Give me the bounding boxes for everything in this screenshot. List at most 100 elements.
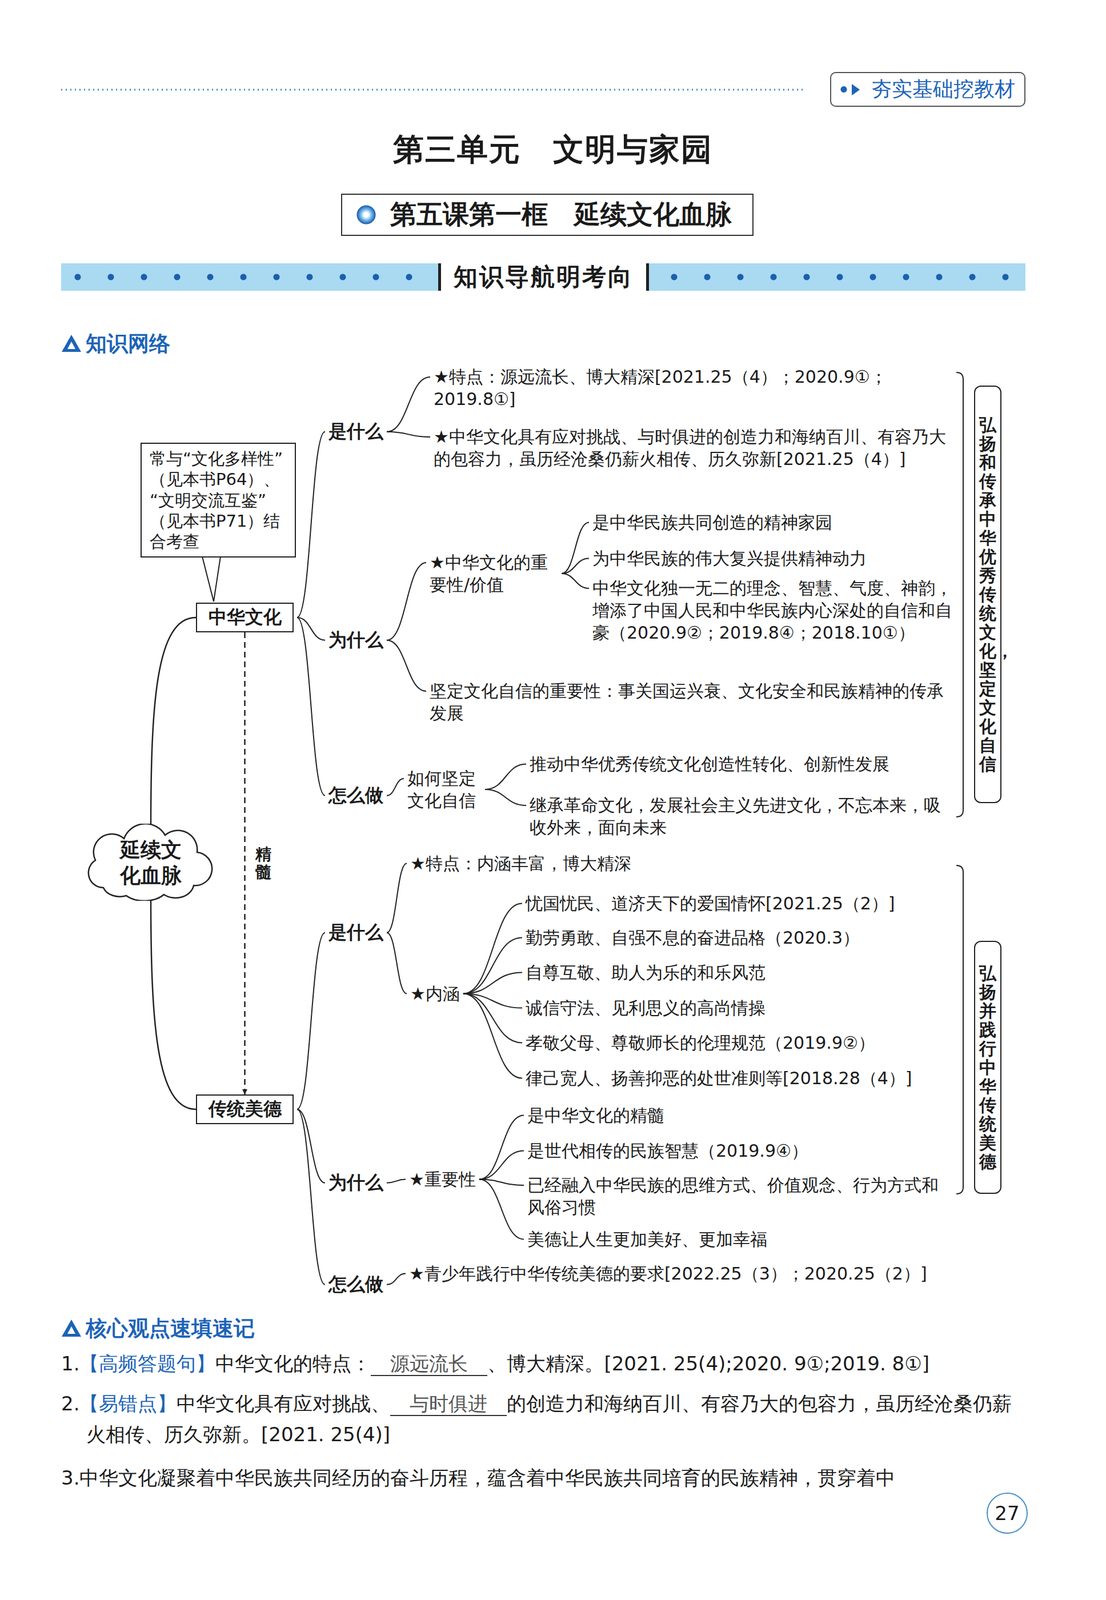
node-text: 弘扬并践行中华传统美德	[979, 963, 997, 1172]
tree-line	[297, 1109, 326, 1285]
tree-line	[297, 431, 326, 618]
tree-line	[297, 617, 326, 641]
branch-text: ★重要性	[409, 1168, 476, 1191]
summary-text: 【易错点】	[79, 1392, 177, 1416]
tree-line	[386, 1179, 406, 1184]
tree-line	[479, 1151, 524, 1180]
center-cloud: 延续文化血脉	[79, 823, 223, 901]
bracket	[956, 372, 964, 817]
branch-text: 如何坚定文化自信	[407, 767, 482, 812]
tree-line	[561, 522, 589, 575]
edge-label: 精髓	[255, 846, 272, 882]
branch-heading: 为什么	[328, 628, 384, 653]
callout-box: 常与“文化多样性”（见本书P64）、“文明交流互鉴”（见本书P71）结合考查	[140, 442, 296, 558]
summary-line: 3.中华文化凝聚着中华民族共同经历的奋斗历程，蕴含着中华民族共同培育的民族精神，…	[61, 1462, 1027, 1494]
branch-text: ★内涵	[410, 982, 460, 1005]
branch-text: 自尊互敬、助人为乐的和乐风范	[525, 961, 766, 984]
node-text: 夯实基础挖教材	[871, 75, 1016, 104]
tree-line	[479, 1179, 524, 1186]
summary-text: 3.中华文化凝聚着中华民族共同经历的奋斗历程，蕴含着中华民族共同培育的民族精神，…	[61, 1466, 896, 1490]
section-tag: 夯实基础挖教材	[830, 71, 1026, 107]
bracket	[956, 865, 964, 1194]
node-text: 第五课第一框 延续文化血脉	[390, 197, 732, 233]
tree-line	[479, 1179, 524, 1240]
tree-line	[463, 938, 523, 995]
tree-line	[561, 573, 589, 589]
branch-text: 是中华文化的精髓	[527, 1104, 665, 1127]
triangle-icon	[61, 1319, 82, 1337]
branch-heading: 怎么做	[328, 783, 384, 808]
tree-line	[297, 617, 326, 796]
tree-line	[561, 558, 589, 575]
summary-text: 1.	[61, 1352, 80, 1376]
branch-heading: 知识网络	[85, 330, 171, 358]
branch-text: 坚定文化自信的重要性：事关国运兴衰、文化安全和民族精神的传承发展	[429, 679, 953, 725]
summary-text: 、博大精深。[2021. 25(4);2020. 9①;2019. 8①]	[487, 1352, 930, 1376]
summary-text: 【高频答题句】	[79, 1352, 216, 1376]
branch-text: ★中华文化的重要性/价值	[429, 551, 559, 596]
tree-line	[463, 903, 523, 995]
branch-heading: 是什么	[328, 419, 384, 444]
branch-text: 孝敬父母、尊敬师长的伦理规范（2019.9②）	[525, 1031, 876, 1055]
branch-text: ★中华文化具有应对挑战、与时俱进的创造力和海纳百川、有容乃大的包容力，虽历经沧桑…	[433, 425, 954, 471]
node-text: 传统美德	[202, 1096, 287, 1122]
summary-text: 中华文化具有应对挑战、	[176, 1392, 391, 1416]
branch-text: 忧国忧民、道济天下的爱国情怀[2021.25（2）]	[525, 892, 896, 915]
tree-line	[386, 1273, 406, 1285]
lesson-box: 第五课第一框 延续文化血脉	[341, 193, 754, 236]
node-text: 中华文化	[202, 604, 287, 631]
tree-line	[297, 932, 326, 1110]
node-text: 延续文化血脉	[116, 836, 186, 889]
node-text: 知识导航明考向	[438, 263, 649, 291]
connector	[243, 632, 246, 1095]
tree-line	[386, 778, 404, 796]
branch-text: 勤劳勇敢、自强不息的奋进品格（2020.3）	[525, 926, 860, 949]
branch-text: ★特点：源远流长、博大精深[2021.25（4）；2020.9①；2019.8①…	[433, 365, 954, 411]
branch-heading: 核心观点速填速记	[85, 1315, 255, 1343]
tree-line	[463, 994, 523, 1079]
triangle-icon	[67, 1326, 76, 1334]
triangle-icon	[67, 341, 76, 350]
callout-tail	[202, 556, 221, 602]
cloud-outline	[79, 823, 223, 901]
cloud-outline	[88, 823, 212, 901]
tree-line	[386, 863, 407, 933]
branch-text: 是世代相传的民族智慧（2019.9④）	[527, 1139, 809, 1162]
banner-band: 知识导航明考向	[61, 263, 1026, 291]
dotted-rule	[61, 89, 803, 91]
tree-line	[386, 377, 431, 432]
branch-text: 中华文化独一无二的理念、智慧、气度、神韵，增添了中国人民和中华民族内心深处的自信…	[592, 576, 954, 644]
summary-line: 2.【易错点】中华文化具有应对挑战、与时俱进的创造力和海纳百川、有容乃大的包容力…	[61, 1388, 1027, 1451]
tree-line	[386, 932, 407, 995]
page-number: 27	[986, 1492, 1028, 1534]
node-text: 常与“文化多样性”（见本书P64）、“文明交流互鉴”（见本书P71）结合考查	[149, 448, 287, 552]
tree-line	[386, 640, 427, 692]
node-text: 弘扬和传承中华优秀传统文化，坚定文化自信	[979, 415, 997, 774]
summary-text: 2.	[61, 1392, 80, 1416]
tree-line	[386, 562, 427, 641]
node-text: 27	[994, 1501, 1020, 1525]
branch-text: 已经融入中华民族的思维方式、价值观念、行为方式和风俗习惯	[527, 1173, 951, 1219]
tree-line	[479, 1115, 524, 1180]
fill-blank: 源远流长	[370, 1352, 488, 1377]
branch-text: 美德让人生更加美好、更加幸福	[527, 1228, 768, 1251]
tree-line	[485, 789, 527, 806]
triangle-icon	[61, 334, 82, 352]
fill-blank: 与时俱进	[390, 1392, 507, 1417]
topic-box: 中华文化	[195, 602, 294, 633]
topic-box: 传统美德	[195, 1094, 294, 1125]
connector	[150, 617, 196, 830]
page-title: 第三单元 文明与家园	[0, 129, 1106, 171]
tree-line	[485, 764, 527, 791]
branch-text: ★特点：内涵丰富，博大精深	[410, 852, 632, 875]
branch-text: 为中华民族的伟大复兴提供精神动力	[592, 547, 867, 570]
summary-line: 1.【高频答题句】中华文化的特点：源远流长、博大精深。[2021. 25(4);…	[61, 1348, 1027, 1380]
branch-heading: 是什么	[328, 920, 384, 945]
branch-text: 推动中华优秀传统文化创造性转化、创新性发展	[529, 752, 890, 776]
tree-line	[386, 431, 431, 438]
theme-column: 弘扬和传承中华优秀传统文化，坚定文化自信	[974, 385, 1002, 804]
theme-column: 弘扬并践行中华传统美德	[974, 940, 1002, 1194]
tree-line	[463, 972, 523, 995]
branch-text: 律己宽人、扬善抑恶的处世准则等[2018.28（4）]	[525, 1067, 913, 1090]
